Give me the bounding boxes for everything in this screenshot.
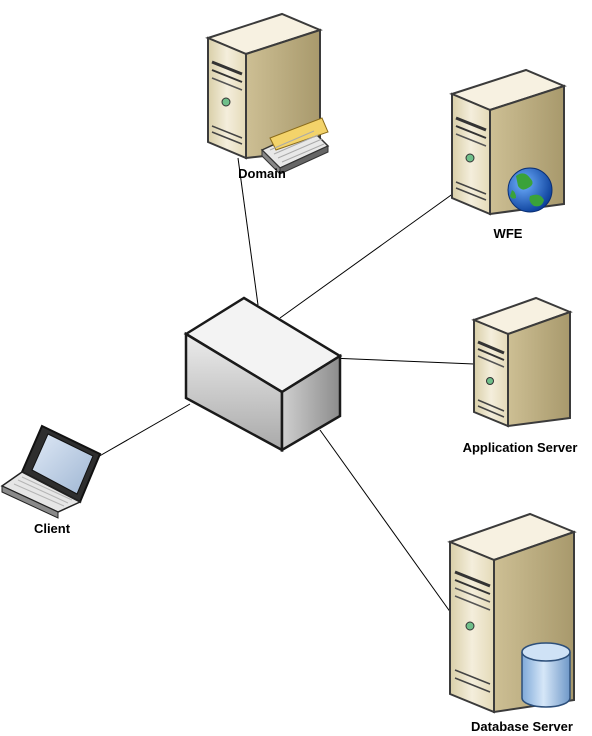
application-server-icon — [471, 296, 573, 428]
domain-server-icon — [205, 12, 330, 176]
wfe-label: WFE — [494, 226, 523, 241]
laptop-icon — [0, 424, 102, 519]
database-server-icon — [447, 512, 577, 714]
database-server-label: Database Server — [471, 719, 573, 734]
wfe-server-icon — [449, 68, 567, 216]
edge-hub-app — [329, 357, 475, 365]
edge-hub-wfe — [279, 192, 455, 319]
network-hub-box — [183, 296, 343, 453]
globe-icon — [507, 167, 553, 213]
edge-hub-client — [95, 403, 191, 459]
connections — [95, 157, 475, 614]
application-server-label: Application Server — [463, 440, 578, 455]
edge-hub-domain — [237, 157, 259, 306]
database-cylinder-icon — [521, 642, 571, 708]
client-label: Client — [34, 521, 71, 536]
domain-label: Domain — [238, 166, 286, 181]
edge-hub-db — [319, 429, 452, 614]
